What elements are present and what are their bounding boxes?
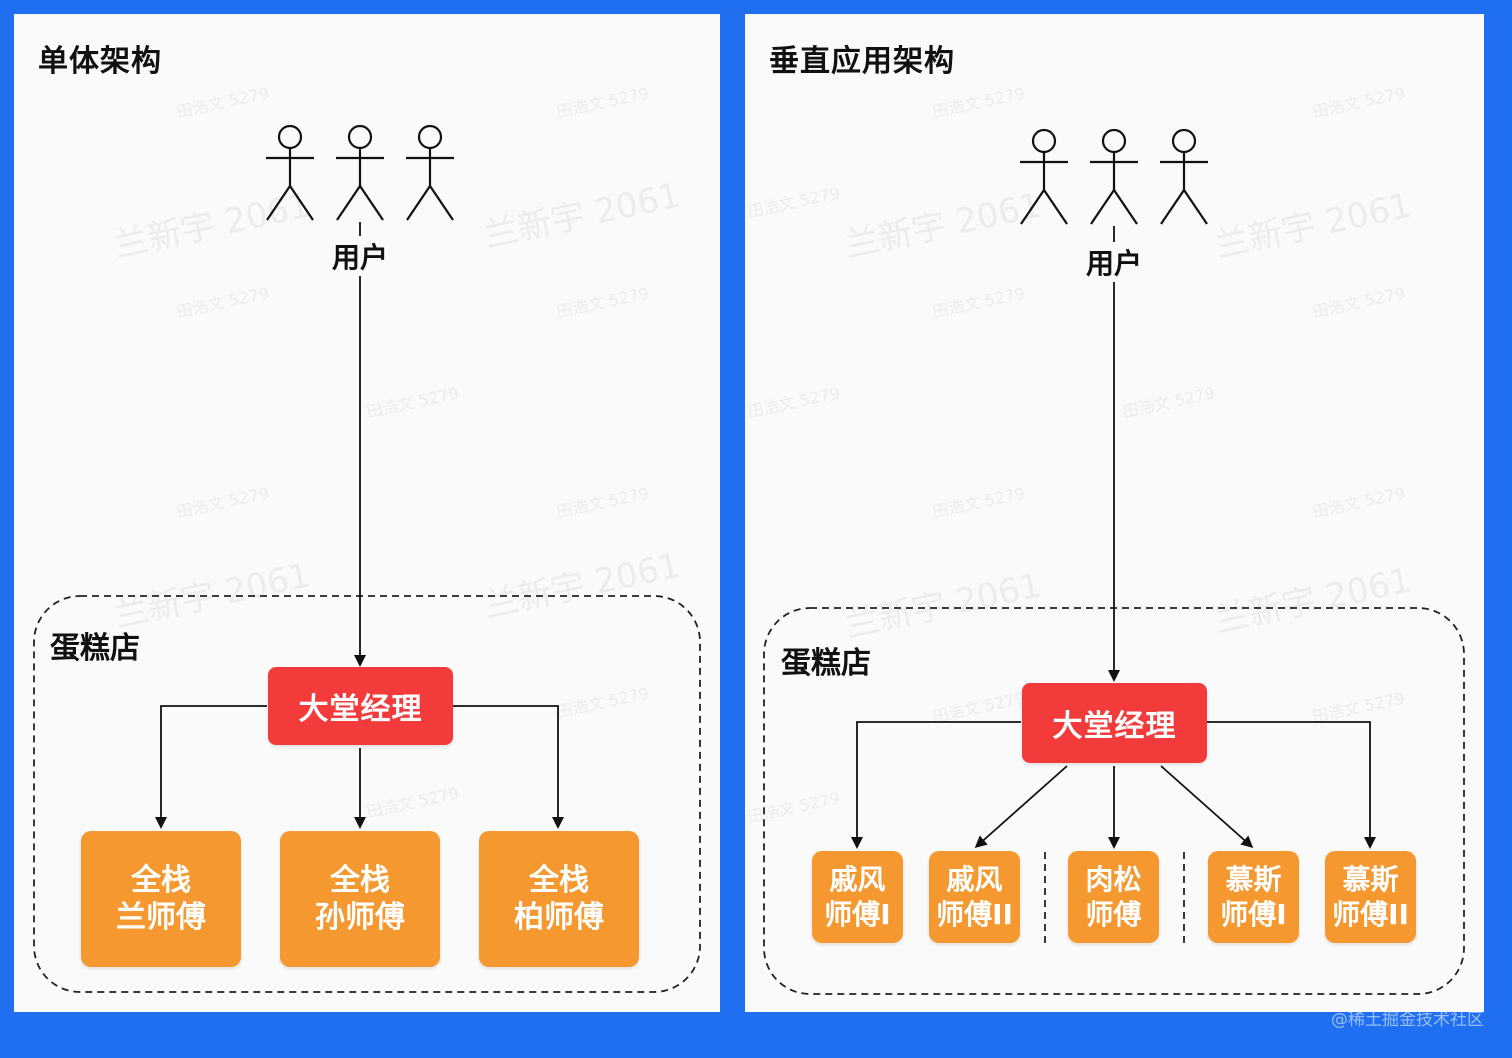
lobby-manager-box: 大堂经理: [268, 667, 453, 745]
lobby-manager-box: 大堂经理: [1022, 683, 1207, 763]
user-icon: [1090, 128, 1138, 225]
vertical-application-architecture-panel: 兰新宇 2061 兰新宇 2061 兰新宇 2061 兰新宇 2061 田浩文 …: [745, 14, 1484, 1012]
user-icon: [266, 124, 314, 221]
users-label: 用户: [1064, 242, 1164, 282]
cake-shop-label: 蛋糕店: [50, 631, 140, 666]
connector-manager-service: [453, 705, 564, 829]
service-label: 兰师傅: [116, 900, 206, 935]
cake-shop-boundary: [33, 595, 701, 993]
users-label: 用户: [310, 236, 410, 276]
panel-title: 垂直应用架构: [769, 44, 955, 79]
service-label: 师傅II: [1332, 898, 1409, 931]
user-icon: [1020, 128, 1068, 225]
lobby-manager-label: 大堂经理: [298, 692, 423, 727]
fullstack-chef-box: 全栈 兰师傅: [81, 831, 241, 967]
vertical-connectors: [763, 128, 1465, 995]
chiffon-chef-box: 戚风 师傅I: [812, 851, 903, 943]
connector-manager-service: [851, 721, 1021, 849]
fullstack-chef-box: 全栈 柏师傅: [479, 831, 639, 967]
service-label: 师傅: [1085, 898, 1142, 931]
user-icon: [336, 124, 384, 221]
monolithic-architecture-panel: 兰新宇 2061 兰新宇 2061 兰新宇 2061 兰新宇 2061 田浩文 …: [14, 14, 720, 1012]
connector-manager-service: [974, 765, 1068, 848]
footer-watermark: @稀土掘金技术社区: [1331, 1010, 1484, 1030]
service-label: 全栈: [131, 862, 191, 898]
service-label: 戚风: [946, 863, 1003, 896]
panel-title: 单体架构: [38, 44, 162, 79]
connector-manager-service: [155, 705, 267, 829]
service-label: 慕斯: [1225, 863, 1282, 896]
service-label: 师傅I: [824, 898, 891, 931]
service-label: 师傅I: [1220, 898, 1287, 931]
mousse-chef-box: 慕斯 师傅II: [1325, 851, 1416, 943]
connector-manager-service: [1160, 765, 1254, 848]
service-label: 肉松: [1085, 863, 1142, 896]
lobby-manager-label: 大堂经理: [1052, 709, 1177, 744]
user-icon: [406, 124, 454, 221]
service-label: 师傅II: [936, 898, 1013, 931]
connector-manager-service: [1207, 721, 1376, 849]
service-label: 孙师傅: [315, 900, 405, 935]
service-label: 戚风: [829, 863, 886, 896]
pork-floss-chef-box: 肉松 师傅: [1068, 851, 1159, 943]
user-icon: [1160, 128, 1208, 225]
service-label: 全栈: [529, 862, 589, 898]
monolithic-connectors: [33, 124, 701, 993]
fullstack-chef-box: 全栈 孙师傅: [280, 831, 440, 967]
service-label: 全栈: [330, 862, 390, 898]
service-label: 慕斯: [1342, 863, 1399, 896]
cake-shop-label: 蛋糕店: [781, 646, 871, 681]
chiffon-chef-box: 戚风 师傅II: [929, 851, 1020, 943]
service-label: 柏师傅: [514, 900, 604, 935]
mousse-chef-box: 慕斯 师傅I: [1208, 851, 1299, 943]
